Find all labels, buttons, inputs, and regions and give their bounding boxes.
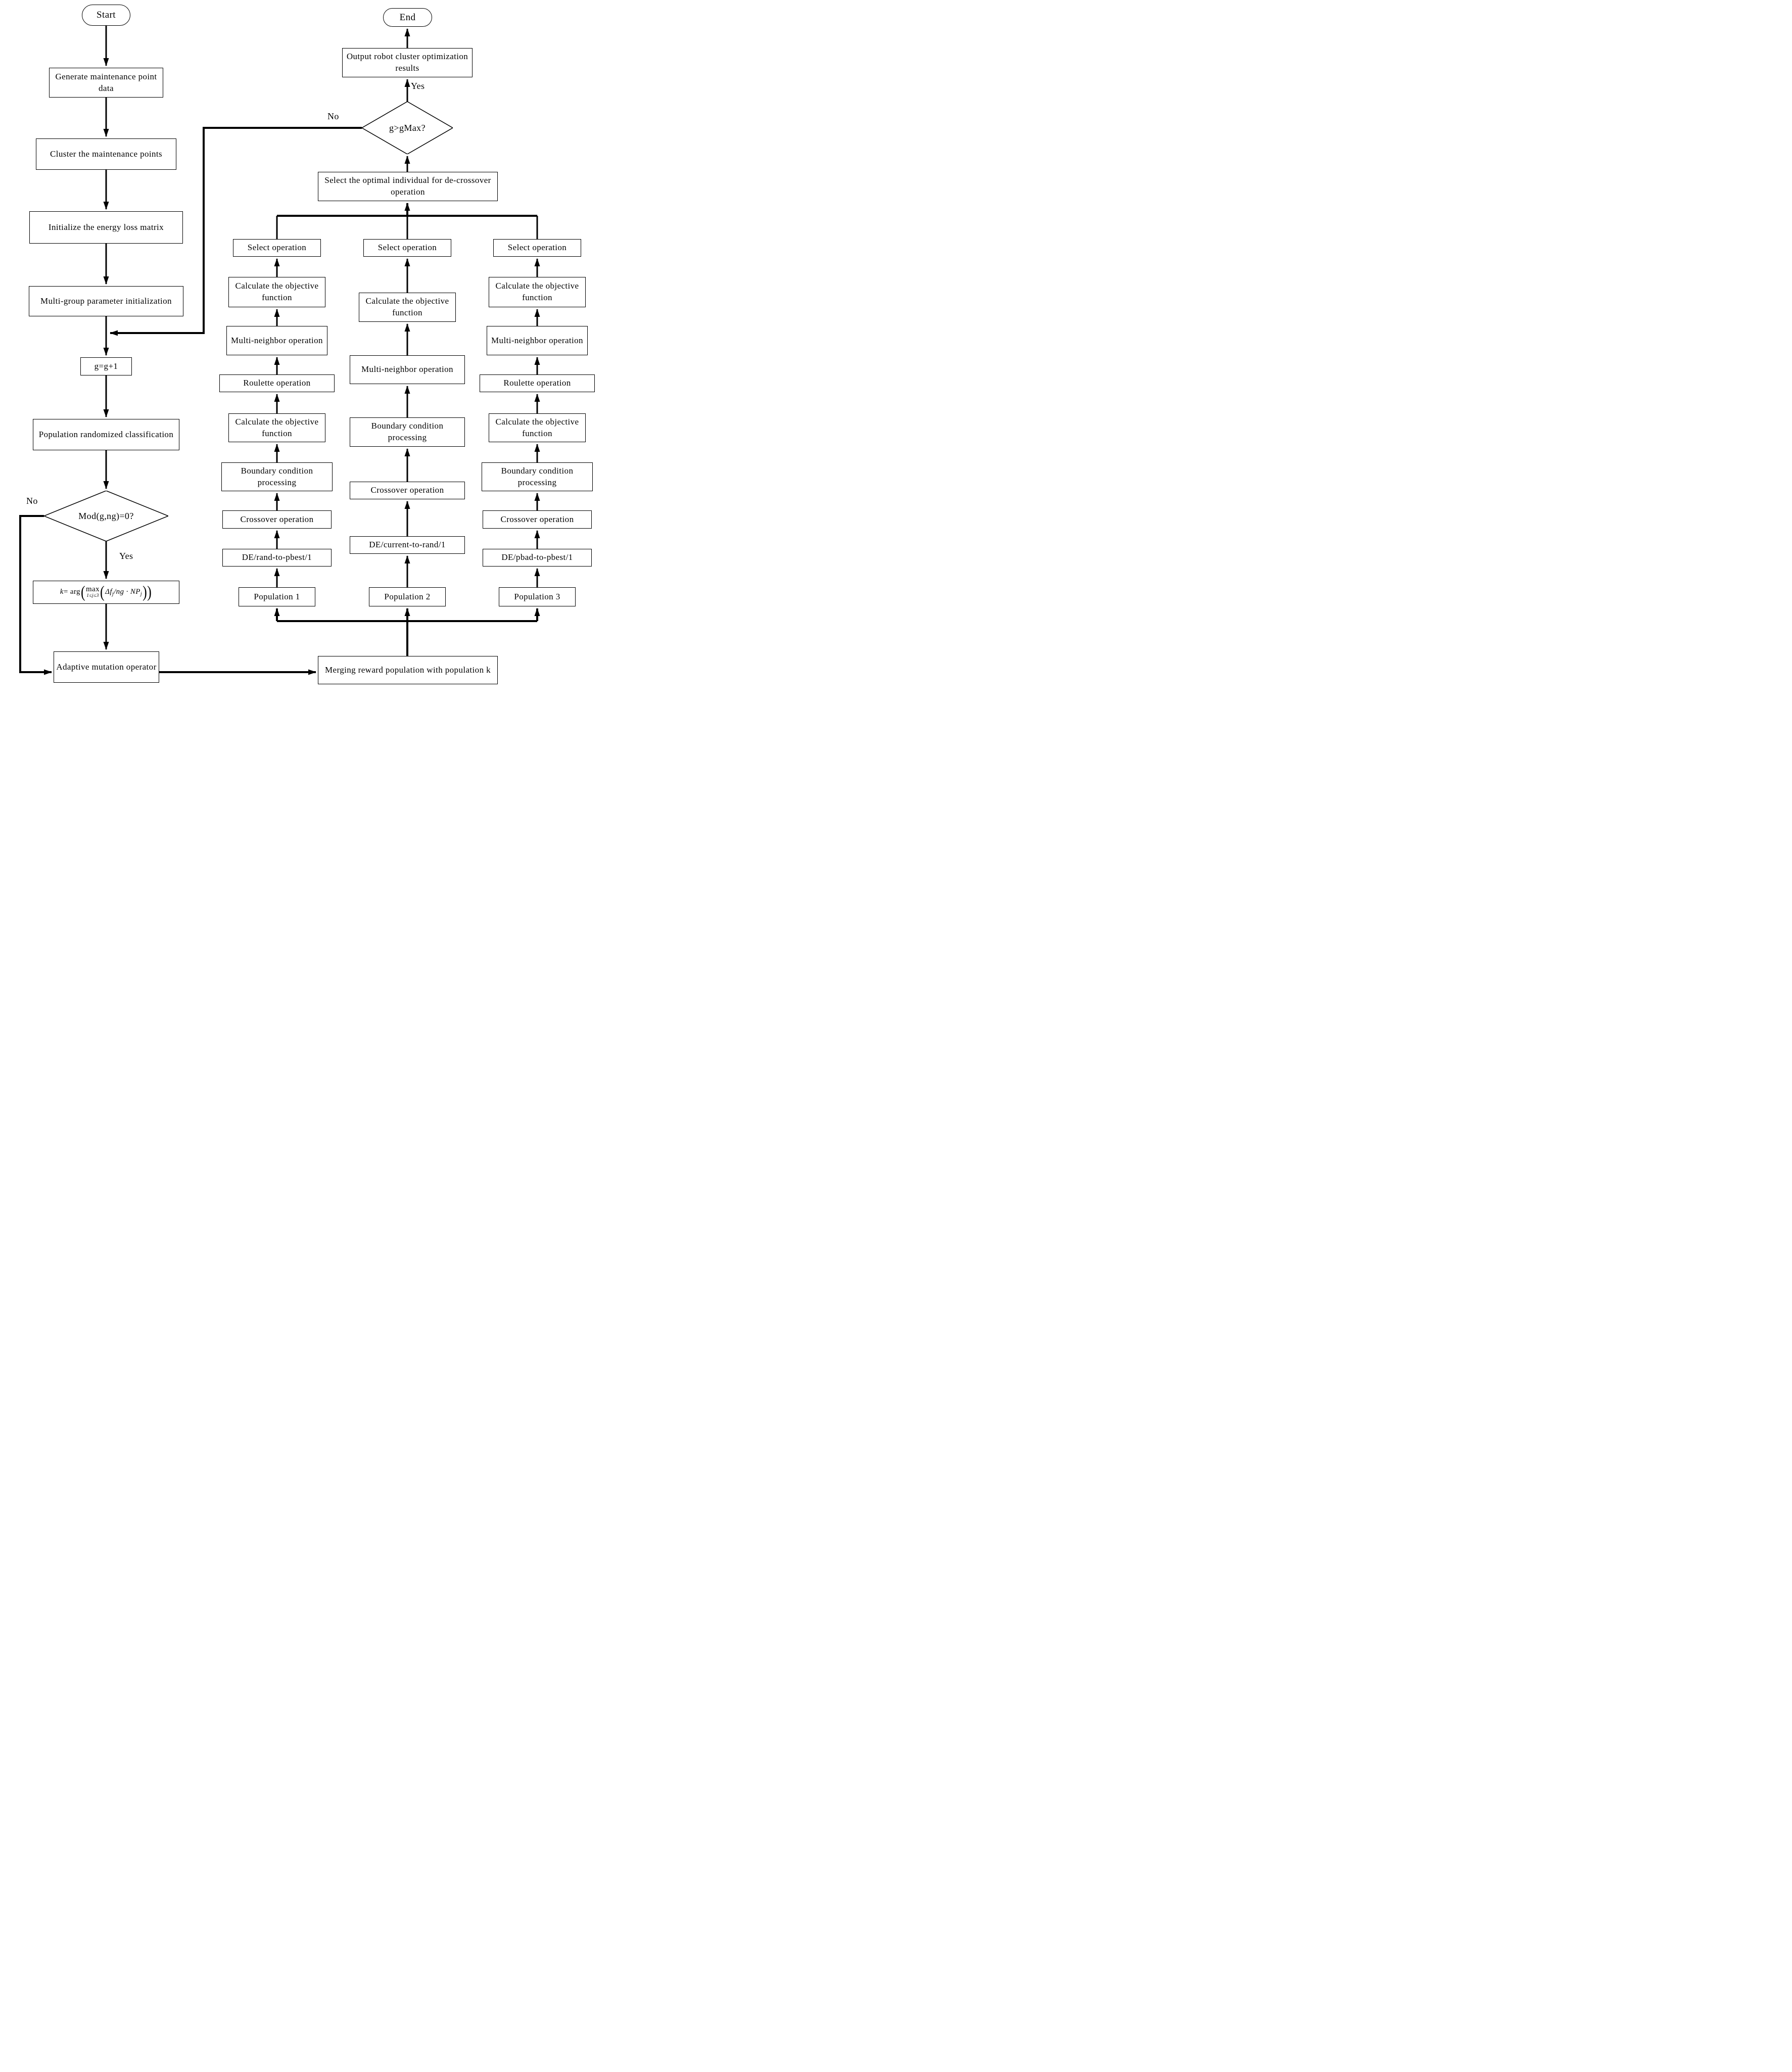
mod-decision-label: Mod(g,ng)=0? [78, 510, 134, 521]
node-merging-reward: Merging reward population with populatio… [318, 656, 498, 684]
node-generate-data: Generate maintenance point data [49, 68, 163, 98]
col3-boundary-condition: Boundary condition processing [482, 462, 593, 491]
connector-layer [19, 26, 540, 675]
node-g-increment: g=g+1 [80, 357, 132, 375]
col2-crossover-operation: Crossover operation [350, 482, 465, 499]
node-select-optimal: Select the optimal individual for de-cro… [318, 172, 498, 201]
edge-gmax-no-feedback [110, 127, 362, 336]
col1-calculate-objective-lower: Calculate the objective function [228, 413, 325, 442]
col3-roulette-operation: Roulette operation [480, 374, 595, 392]
col3-calculate-objective-upper: Calculate the objective function [489, 277, 586, 307]
col1-population: Population 1 [239, 587, 315, 606]
label-gmax-no: No [327, 111, 339, 121]
gmax-diamond-shape [362, 102, 453, 154]
col3-select-operation: Select operation [493, 239, 581, 257]
col1-roulette-operation: Roulette operation [219, 374, 335, 392]
gmax-decision-label: g>gMax? [389, 122, 426, 133]
col3-multi-neighbor: Multi-neighbor operation [487, 326, 588, 355]
node-output-results: Output robot cluster optimization result… [342, 48, 473, 77]
col2-calculate-objective: Calculate the objective function [359, 293, 456, 322]
mod-diamond-shape [44, 491, 168, 541]
edge-mod-no-adaptive [19, 515, 52, 675]
node-gmax-decision: g>gMax? [362, 102, 453, 154]
col1-calculate-objective-upper: Calculate the objective function [228, 277, 325, 307]
col3-population: Population 3 [499, 587, 576, 606]
col1-select-operation: Select operation [233, 239, 321, 257]
col2-multi-neighbor: Multi-neighbor operation [350, 355, 465, 384]
node-population-randomized: Population randomized classification [33, 419, 179, 450]
node-adaptive-mutation: Adaptive mutation operator [54, 651, 159, 683]
col3-calculate-objective-lower: Calculate the objective function [489, 413, 586, 442]
node-start: Start [82, 5, 130, 26]
col1-de-strategy: DE/rand-to-pbest/1 [222, 549, 332, 567]
col1-multi-neighbor: Multi-neighbor operation [226, 326, 327, 355]
col2-select-operation: Select operation [363, 239, 451, 257]
col1-boundary-condition: Boundary condition processing [221, 462, 333, 491]
label-mod-no: No [26, 496, 38, 506]
col3-crossover-operation: Crossover operation [483, 510, 592, 529]
col3-de-strategy: DE/pbad-to-pbest/1 [483, 549, 592, 567]
node-end: End [383, 8, 432, 27]
label-gmax-yes: Yes [411, 81, 425, 91]
node-mod-decision: Mod(g,ng)=0? [44, 491, 168, 541]
label-mod-yes: Yes [119, 551, 133, 561]
flowchart-canvas: Start Generate maintenance point data Cl… [0, 0, 597, 691]
col2-de-strategy: DE/current-to-rand/1 [350, 536, 465, 554]
node-cluster-points: Cluster the maintenance points [36, 138, 176, 170]
node-init-energy-matrix: Initialize the energy loss matrix [29, 211, 183, 244]
node-multi-group-init: Multi-group parameter initialization [29, 286, 183, 316]
col1-crossover-operation: Crossover operation [222, 510, 332, 529]
col2-population: Population 2 [369, 587, 446, 606]
col2-boundary-condition: Boundary condition processing [350, 417, 465, 447]
